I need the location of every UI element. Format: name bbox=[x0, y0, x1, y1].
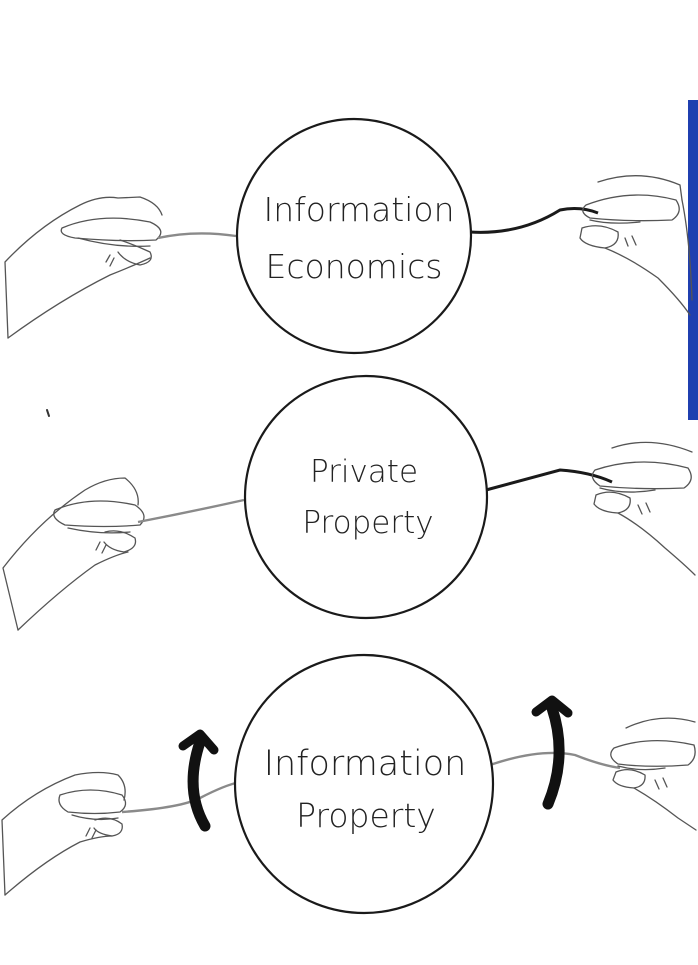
left-tension-arrow-icon bbox=[178, 729, 219, 832]
panel-information-economics: Information Economics bbox=[4, 117, 693, 355]
panel-information-property: Information Property bbox=[1, 653, 697, 915]
concept-circle bbox=[235, 117, 473, 355]
right-hand-icon bbox=[579, 175, 693, 316]
right-tension-arrow-icon bbox=[531, 695, 573, 810]
left-hand-icon bbox=[1, 771, 127, 896]
left-string bbox=[121, 780, 241, 814]
circle-label-line2: Economics bbox=[266, 247, 443, 286]
circle-label-line2: Property bbox=[302, 505, 433, 541]
left-string bbox=[137, 498, 245, 524]
stray-mark bbox=[46, 409, 50, 417]
right-string bbox=[469, 207, 599, 234]
circle-label-line1: Information bbox=[264, 744, 467, 784]
left-hand-icon bbox=[4, 196, 163, 339]
right-hand-icon bbox=[591, 441, 696, 576]
right-string bbox=[485, 468, 613, 492]
page-edge-accent bbox=[688, 100, 698, 420]
circle-label-line1: Private bbox=[310, 454, 418, 490]
left-hand-icon bbox=[2, 477, 145, 631]
right-hand-icon bbox=[610, 717, 697, 831]
left-string bbox=[157, 232, 237, 240]
circle-label-line1: Information bbox=[263, 190, 454, 229]
concept-circle bbox=[243, 374, 489, 620]
concept-circle bbox=[233, 653, 495, 915]
circle-label-line2: Property bbox=[296, 796, 436, 835]
panel-private-property: Private Property bbox=[2, 374, 696, 631]
right-string bbox=[489, 751, 621, 770]
